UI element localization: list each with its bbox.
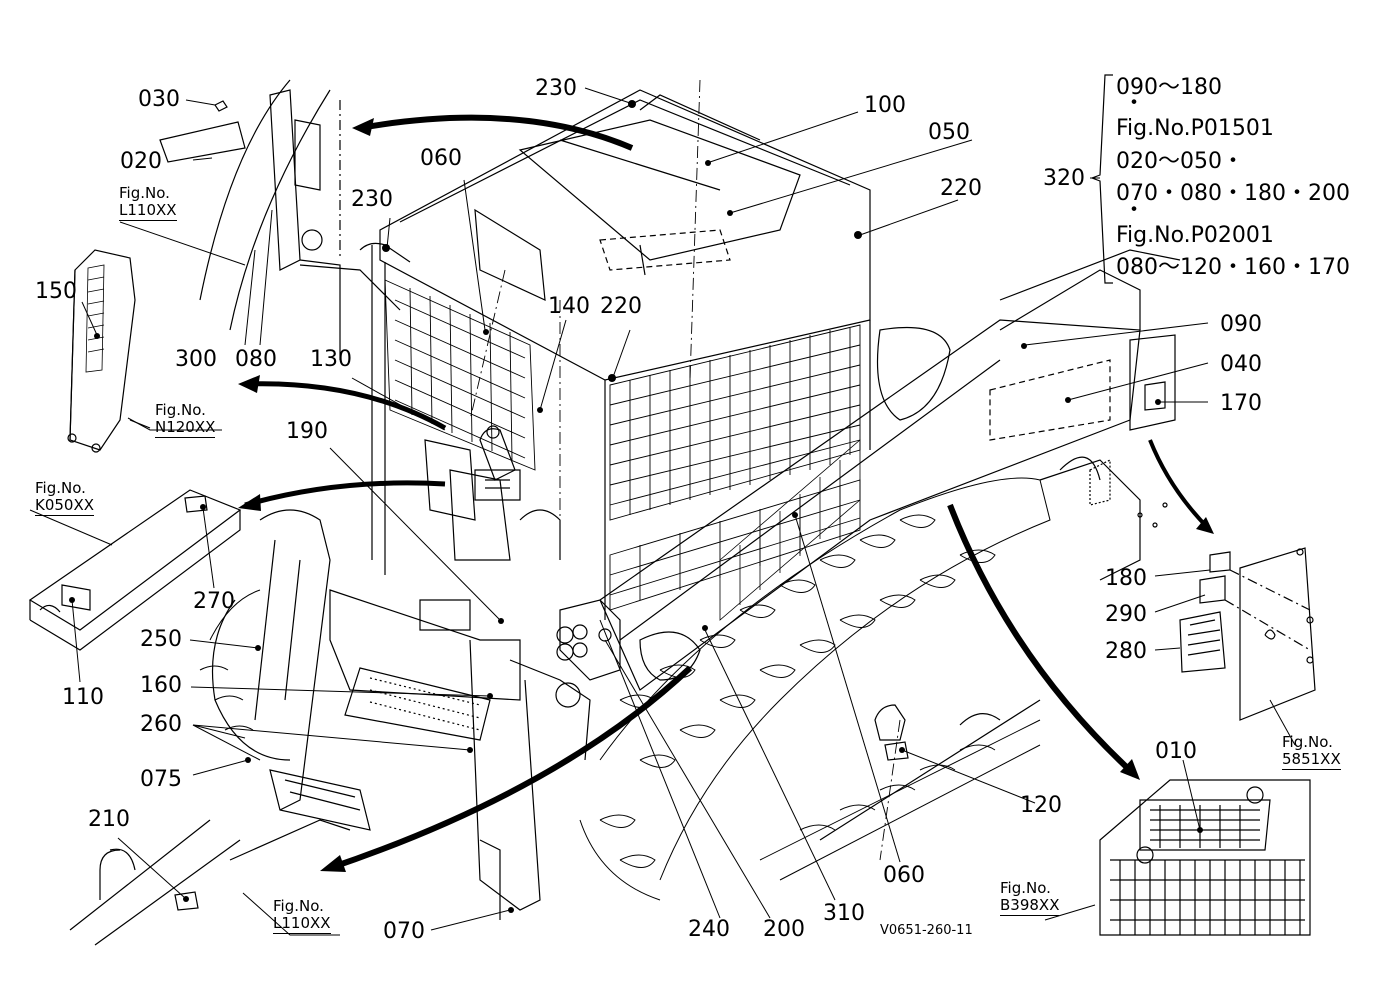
fig-ref-prefix: Fig.No. <box>1000 879 1051 897</box>
callout-075: 075 <box>140 767 182 792</box>
pillar-panel <box>68 250 150 452</box>
callout-270: 270 <box>193 589 235 614</box>
control-lever <box>475 426 560 560</box>
callout-030: 030 <box>138 87 180 112</box>
fig-ref-l110-top: Fig.No. L110XX <box>119 185 177 221</box>
legend-320-line-2: Fig.No.P01501 <box>1116 116 1274 141</box>
front-frame-member <box>30 490 240 650</box>
fig-ref-k050: Fig.No. K050XX <box>35 479 95 516</box>
hydraulic-coupler <box>557 600 620 680</box>
callout-240: 240 <box>688 917 730 942</box>
fig-ref-code: N120XX <box>155 418 216 438</box>
callout-180: 180 <box>1105 566 1147 591</box>
rear-body <box>1000 250 1180 580</box>
callout-100: 100 <box>864 93 906 118</box>
callout-120: 120 <box>1020 793 1062 818</box>
callout-230-top: 230 <box>535 76 577 101</box>
callout-020: 020 <box>120 149 162 174</box>
callout-090: 090 <box>1220 312 1262 337</box>
legend-320-dot-1: ・ <box>1123 91 1146 116</box>
callout-320: 320 <box>1043 166 1085 191</box>
fig-ref-prefix: Fig.No. <box>35 479 86 497</box>
fig-ref-prefix: Fig.No. <box>155 401 206 419</box>
fig-ref-5851: Fig.No. 5851XX <box>1282 734 1341 770</box>
callout-060-top: 060 <box>420 146 462 171</box>
callout-260: 260 <box>140 712 182 737</box>
fig-ref-n120: Fig.No. N120XX <box>155 401 216 438</box>
callout-070: 070 <box>383 919 425 944</box>
fig-ref-code: L110XX <box>119 201 177 221</box>
callout-040: 040 <box>1220 352 1262 377</box>
drawing-id: V0651-260-11 <box>880 923 973 938</box>
callout-220-top: 220 <box>940 176 982 201</box>
callout-160: 160 <box>140 673 182 698</box>
callout-300: 300 <box>175 347 217 372</box>
legend-320-line-5: Fig.No.P02001 <box>1116 223 1274 248</box>
callout-230-left: 230 <box>351 187 393 212</box>
left-mesh-grille <box>385 280 535 470</box>
callout-060-bottom: 060 <box>883 863 925 888</box>
callout-190: 190 <box>286 419 328 444</box>
callout-110: 110 <box>62 685 104 710</box>
cab-frame <box>360 90 870 620</box>
fig-ref-code: K050XX <box>35 496 95 516</box>
callout-170: 170 <box>1220 391 1262 416</box>
fig-ref-prefix: Fig.No. <box>119 184 170 202</box>
legend-320-line-6: 080～120・160・170 <box>1116 255 1350 280</box>
legend-320-dot-2: ・ <box>1123 198 1146 223</box>
callout-010: 010 <box>1155 739 1197 764</box>
center-lines <box>470 80 900 860</box>
callout-050: 050 <box>928 120 970 145</box>
callout-220-mid: 220 <box>600 294 642 319</box>
callout-250: 250 <box>140 627 182 652</box>
callout-080: 080 <box>235 347 277 372</box>
fastener-dots <box>69 100 1203 913</box>
legend-bracket <box>1092 75 1113 283</box>
callout-290: 290 <box>1105 602 1147 627</box>
boom-arm <box>600 270 1175 690</box>
direction-arrows <box>238 118 1214 872</box>
crawler-tracks <box>200 478 1050 900</box>
legend-320-line-3: 020～050・ <box>1116 149 1244 174</box>
fig-ref-code: L110XX <box>273 914 331 934</box>
decal-patches <box>86 265 860 620</box>
callout-280: 280 <box>1105 639 1147 664</box>
callout-210: 210 <box>88 807 130 832</box>
bottom-frame <box>70 820 350 945</box>
legend-320-line-4: 070・080・180・200 <box>1116 181 1350 206</box>
fig-ref-prefix: Fig.No. <box>1282 733 1333 751</box>
radiator-core <box>1100 780 1310 935</box>
callout-310: 310 <box>823 901 865 926</box>
fig-ref-l110-bottom: Fig.No. L110XX <box>273 898 331 934</box>
callout-140: 140 <box>548 294 590 319</box>
upper-frame <box>160 80 400 360</box>
legend-320-line-1: 090～180 <box>1116 75 1222 100</box>
callout-200: 200 <box>763 917 805 942</box>
leader-lines <box>30 88 1295 935</box>
lower-body <box>270 440 520 830</box>
callout-150: 150 <box>35 279 77 304</box>
callout-130: 130 <box>310 347 352 372</box>
side-panel <box>1180 548 1315 720</box>
left-arm <box>213 510 591 920</box>
small-plates <box>820 700 1040 840</box>
fig-ref-prefix: Fig.No. <box>273 897 324 915</box>
fig-ref-code: B398XX <box>1000 896 1060 916</box>
fig-ref-code: 5851XX <box>1282 750 1341 770</box>
fig-ref-b398: Fig.No. B398XX <box>1000 879 1060 916</box>
